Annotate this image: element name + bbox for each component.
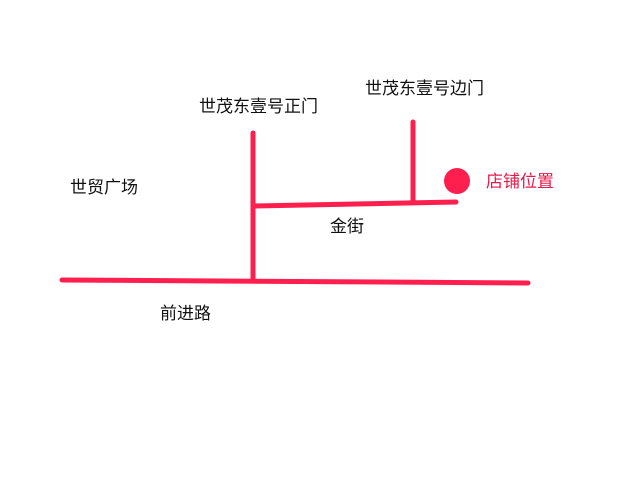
road-jin xyxy=(250,199,459,209)
label-shimao-main-gate: 世茂东壹号正门 xyxy=(199,97,318,117)
label-shimao-side-gate: 世茂东壹号边门 xyxy=(365,79,484,99)
road-qianjin xyxy=(59,277,531,286)
label-store-location: 店铺位置 xyxy=(486,172,554,192)
store-marker[interactable] xyxy=(444,168,470,194)
label-qianjin-road: 前进路 xyxy=(160,304,211,324)
label-jin-street: 金街 xyxy=(330,217,364,237)
label-trade-plaza: 世贸广场 xyxy=(70,178,138,198)
